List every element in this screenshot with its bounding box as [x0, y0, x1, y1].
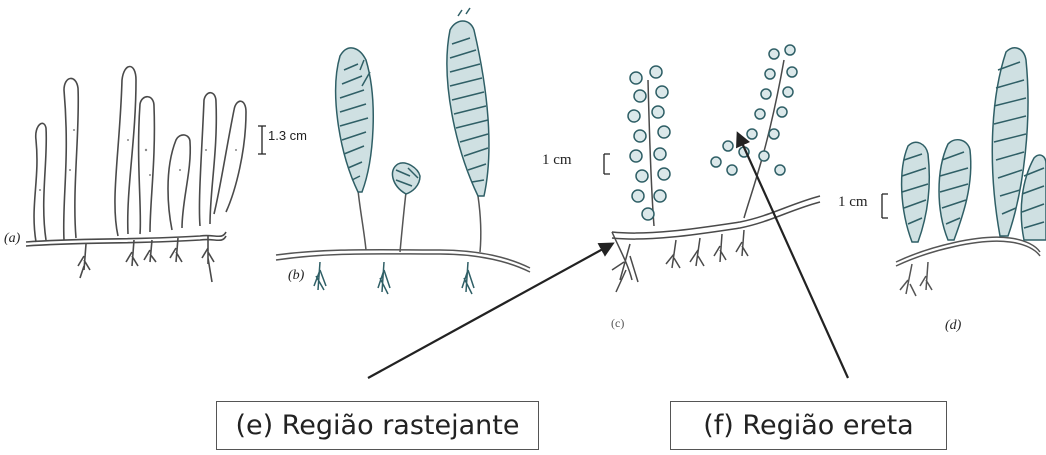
arrow-ereta: [738, 134, 848, 378]
panel-a-frond: [115, 67, 136, 237]
panel-a-scale-label: 1.3 cm: [268, 128, 307, 143]
panel-d-label: (d): [945, 318, 961, 334]
panel-d-frond: [939, 140, 971, 240]
callout-regiao-ereta-text: (f) Região ereta: [703, 410, 913, 441]
panel-a-frond: [214, 101, 246, 214]
panel-a-rhizoid: [126, 240, 138, 266]
panel-a-rhizoid: [144, 240, 156, 262]
panel-b-frond: [392, 163, 420, 194]
panel-a-frond: [199, 93, 216, 226]
panel-c-scale-label: 1 cm: [542, 152, 572, 169]
panel-a-frond: [64, 78, 79, 240]
panel-d-rhizoid: [900, 262, 932, 296]
panel-a-scale-bar: [258, 126, 266, 154]
panel-d-scale-label: 1 cm: [838, 194, 868, 211]
panel-d-frond: [1021, 155, 1046, 240]
panel-c-rhizoid: [714, 234, 726, 262]
panel-a-rhizoid: [202, 236, 214, 282]
panel-a-frond: [139, 97, 155, 234]
panel-c-rhizoid: [612, 244, 638, 292]
panel-a-rhizoid: [78, 244, 90, 278]
panel-b-frond: [447, 8, 489, 196]
panel-a-drawing: [26, 67, 266, 283]
panel-b-frond: [336, 48, 374, 192]
panel-d-scale-bar: [882, 194, 888, 218]
panel-a-frond: [168, 135, 190, 230]
panel-c-rhizoid: [666, 240, 680, 268]
panel-c-vesicles: [628, 45, 797, 220]
panel-d-drawing: [882, 48, 1046, 296]
arrow-rastejante: [368, 244, 612, 378]
callout-regiao-rastejante: (e) Região rastejante: [216, 401, 539, 450]
panel-c-label: (c): [611, 316, 624, 331]
panel-c-drawing: [604, 45, 820, 292]
callout-regiao-ereta: (f) Região ereta: [670, 401, 947, 450]
panel-a-frond: [34, 123, 46, 242]
panel-b-drawing: [276, 8, 530, 294]
panel-b-rhizoid: [314, 262, 474, 294]
panel-b-label: (b): [288, 268, 304, 284]
panel-a-label: (a): [4, 231, 20, 247]
panel-c-rhizoid: [690, 238, 704, 266]
panel-c-scale-bar: [604, 154, 610, 174]
panel-d-frond: [902, 142, 930, 242]
callout-regiao-rastejante-text: (e) Região rastejante: [236, 410, 520, 441]
panel-c-rhizoid: [736, 230, 748, 256]
